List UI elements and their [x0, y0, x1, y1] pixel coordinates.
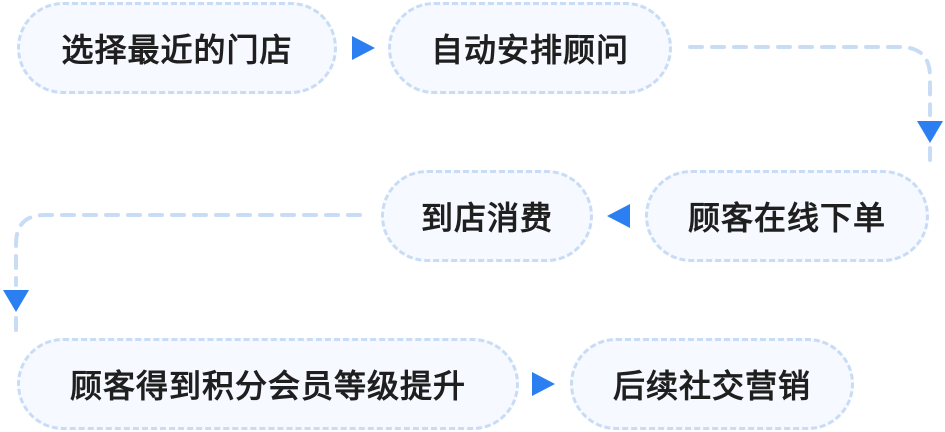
arrow-down-icon — [917, 121, 943, 143]
step-social-marketing: 后续社交营销 — [570, 338, 854, 430]
step-membership-upgrade: 顾客得到积分会员等级提升 — [17, 338, 519, 430]
step-online-order: 顾客在线下单 — [645, 170, 929, 262]
step-in-store-purchase: 到店消费 — [381, 170, 593, 262]
step-label: 到店消费 — [420, 199, 553, 237]
connector-2-3 — [688, 45, 932, 117]
connector-4-5 — [14, 213, 362, 287]
arrow-right-icon — [352, 36, 375, 60]
step-label: 后续社交营销 — [612, 367, 811, 405]
step-assign-advisor: 自动安排顾问 — [388, 2, 672, 94]
step-select-store: 选择最近的门店 — [17, 2, 337, 94]
step-label: 顾客得到积分会员等级提升 — [69, 367, 466, 405]
step-label: 自动安排顾问 — [430, 31, 629, 69]
step-label: 选择最近的门店 — [61, 31, 293, 69]
arrow-left-icon — [607, 204, 630, 228]
step-label: 顾客在线下单 — [687, 199, 886, 237]
arrow-down-icon — [3, 290, 29, 312]
arrow-right-icon — [532, 372, 555, 396]
